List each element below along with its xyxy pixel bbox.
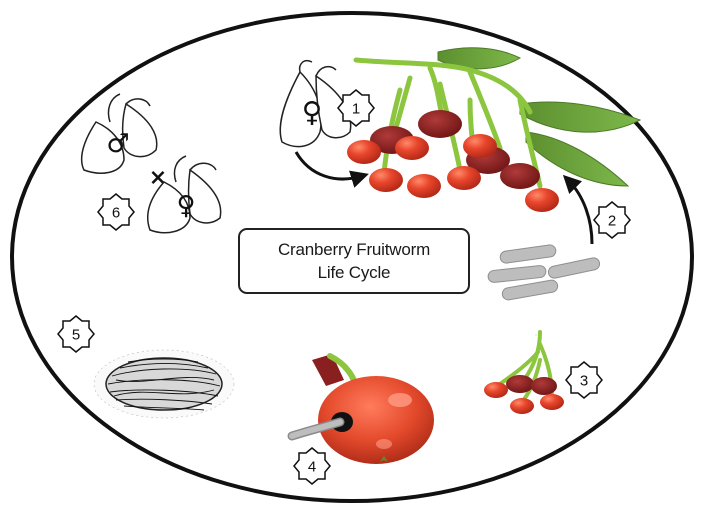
- cocoon-icon: [94, 350, 234, 418]
- stage-badge-4: 4: [294, 448, 330, 484]
- stage-badge-3: 3: [566, 362, 602, 398]
- male-symbol: ♂: [106, 129, 129, 159]
- stage-number-1: 1: [352, 101, 360, 118]
- larvae-icon: [488, 244, 601, 301]
- stage-badge-2: 2: [594, 202, 630, 238]
- stage-number-4: 4: [308, 459, 316, 476]
- stage-badge-5: 5: [58, 316, 94, 352]
- stage-number-6: 6: [112, 205, 120, 222]
- diagram-title-line-1: Cranberry Fruitworm: [278, 238, 430, 261]
- stage-number-5: 5: [72, 327, 80, 344]
- stage-badge-6: 6: [98, 194, 134, 230]
- stage-number-2: 2: [608, 213, 616, 230]
- female-symbol-1: ♀: [302, 96, 323, 129]
- female-symbol-6: ♀: [176, 191, 195, 221]
- stage-number-3: 3: [580, 373, 588, 390]
- diagram-title-box: Cranberry Fruitworm Life Cycle: [238, 228, 470, 294]
- diagram-title-line-2: Life Cycle: [318, 261, 391, 284]
- infested-berry-icon: [292, 354, 434, 464]
- stage-badge-1: 1: [338, 90, 374, 126]
- small-berry-cluster-icon: [484, 332, 564, 414]
- arrow-larvae-to-berries: [568, 180, 592, 244]
